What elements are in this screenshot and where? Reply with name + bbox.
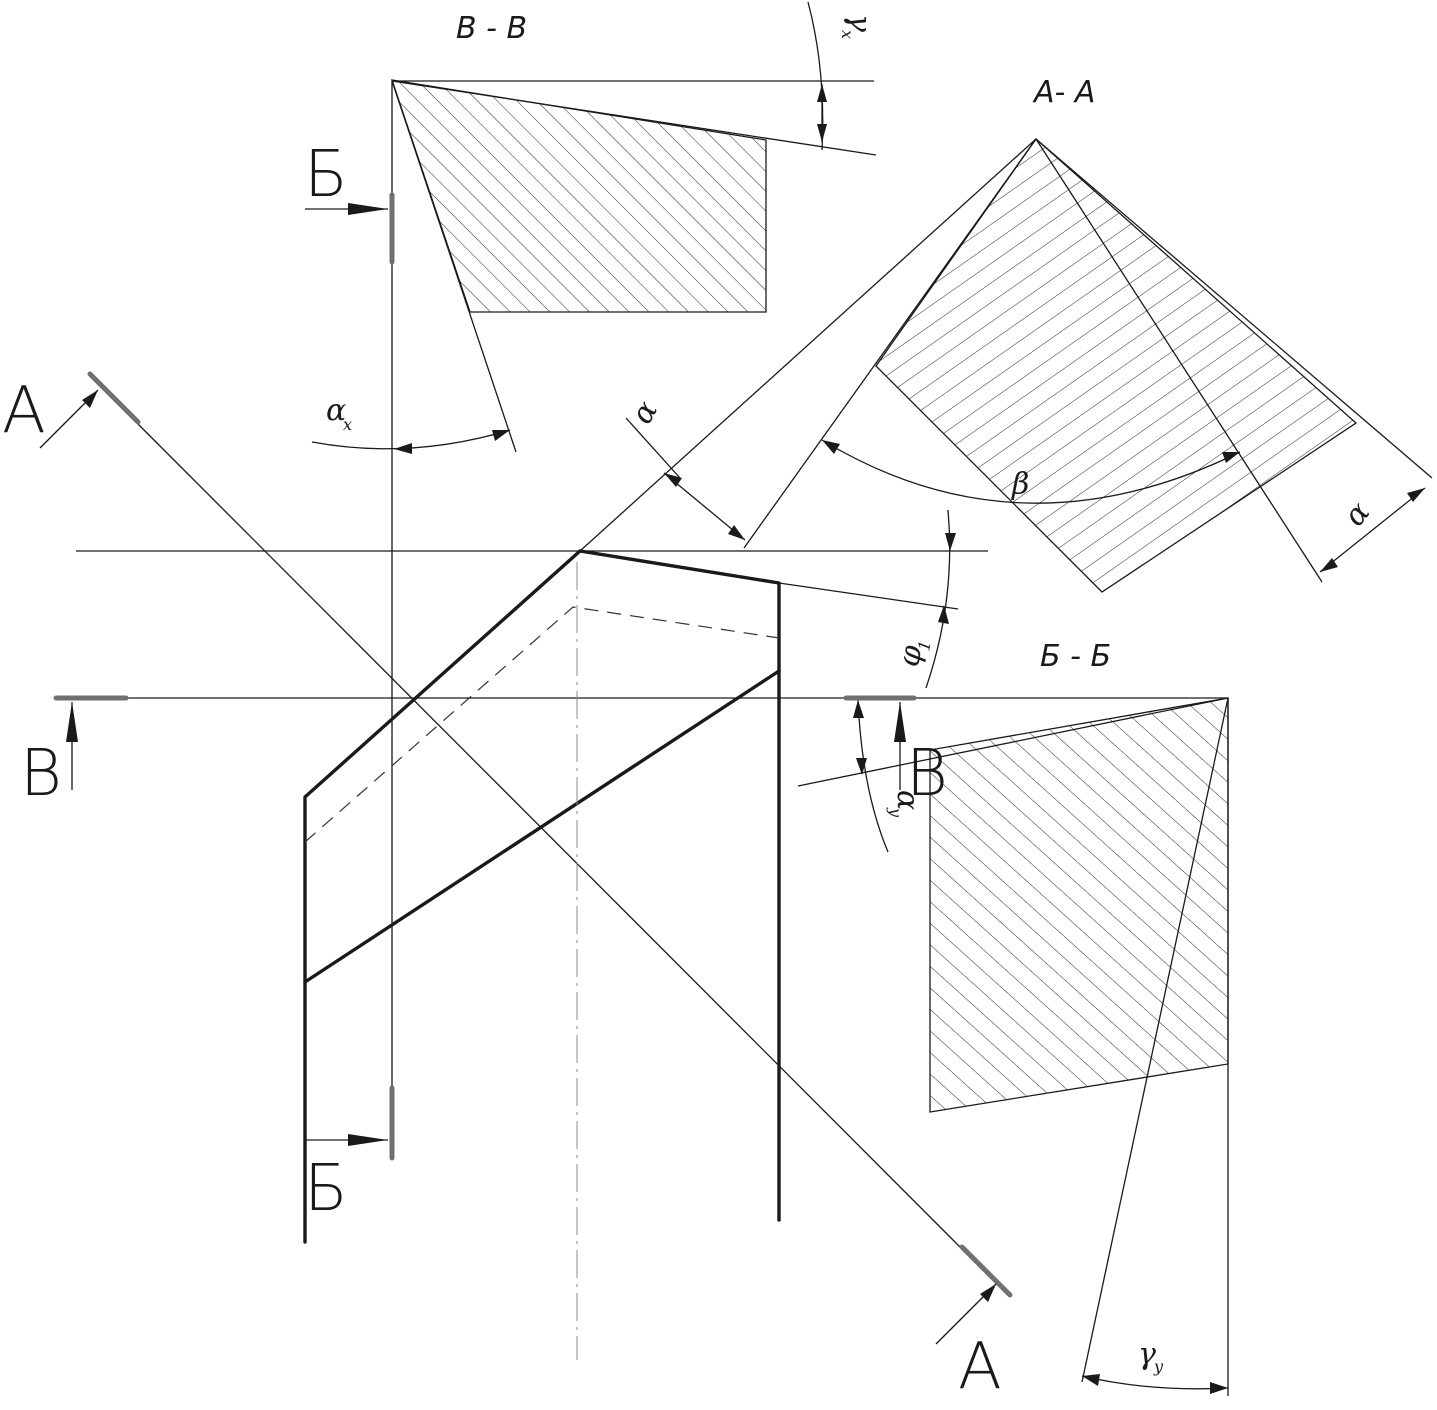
alpha-ext-line <box>625 417 681 479</box>
arrowhead-a-top <box>82 390 98 408</box>
alpha-arrow-4 <box>1407 488 1425 502</box>
phi1-label: φ 1 <box>891 639 934 669</box>
beta-arc <box>821 439 1241 504</box>
section-vv <box>311 1 877 454</box>
alpha-x-arrow-left <box>394 443 412 454</box>
gamma-x-arrow-up <box>817 84 827 102</box>
arrowhead-b-top <box>348 203 388 215</box>
tool-cutting-edge <box>303 669 781 984</box>
cut-letter-v-left: В <box>20 737 62 811</box>
section-vv-hatch <box>391 79 767 313</box>
aa-edge-3 <box>743 138 1037 549</box>
alpha-arrow-3 <box>1320 558 1338 572</box>
vv-flank-line <box>391 80 517 453</box>
phi1-arc <box>925 509 951 689</box>
alpha-y-symbol: α <box>890 790 925 810</box>
alpha-y-label: α y <box>886 790 925 818</box>
cut-letter-b-top: Б <box>304 138 348 212</box>
alpha-arrow-2 <box>728 525 745 540</box>
alpha-y-subscript: y <box>886 807 905 818</box>
gamma-x-label: γ x <box>838 14 877 39</box>
gamma-y-symbol: γ <box>1138 1337 1156 1372</box>
cut-letter-a-bottom: А <box>958 1330 1002 1404</box>
bb-rake-line <box>1081 697 1229 1383</box>
section-aa-hatch <box>875 138 1358 593</box>
alpha-x-subscript: x <box>343 415 352 434</box>
phi-subscript: 1 <box>914 639 934 652</box>
secondary-edge-extension <box>778 582 959 610</box>
alpha-left-symbol: α <box>625 395 665 430</box>
section-aa <box>625 138 1433 593</box>
bb-top-line <box>797 697 1229 787</box>
arrowhead-v-right <box>894 702 906 742</box>
beta-arrow-right <box>1222 452 1240 463</box>
alpha-x-symbol: α <box>326 393 346 428</box>
alpha-dim-right <box>1319 487 1426 573</box>
alpha-arrow-1 <box>664 473 682 487</box>
gamma-y-subscript: y <box>1153 1357 1164 1376</box>
beta-arrow-left <box>822 440 840 454</box>
alpha-y-arc <box>857 699 889 853</box>
gamma-y-arrow-right <box>1210 1382 1228 1394</box>
gamma-x-symbol: γ <box>842 14 877 32</box>
phi1-arrow-down <box>938 605 949 624</box>
vv-rake-line <box>391 80 877 156</box>
arrowhead-v-left <box>66 702 78 742</box>
gamma-y-arrow-left <box>1082 1374 1100 1386</box>
cut-letter-a-top: А <box>2 374 46 448</box>
alpha-left-label: α <box>625 395 665 430</box>
alpha-y-arrow-down <box>856 758 867 775</box>
alpha-right-label: α <box>1337 495 1377 533</box>
section-title-aa: А- А <box>1032 75 1095 110</box>
aa-edge-2 <box>1035 138 1323 583</box>
alpha-right-symbol: α <box>1337 495 1377 533</box>
hidden-edge <box>304 606 780 843</box>
beta-symbol: β <box>1011 467 1029 502</box>
cut-letter-b-bottom: Б <box>304 1152 348 1226</box>
alpha-y-arrow-up <box>853 700 864 718</box>
marker-a-top <box>87 371 141 425</box>
phi1-arrow-up <box>945 533 956 551</box>
arrowhead-a-bottom <box>980 1284 996 1302</box>
gamma-x-subscript: x <box>838 30 857 39</box>
labels: В - В А- А Б - Б А А Б Б В В γ x α x α β… <box>2 11 1377 1404</box>
section-bb <box>797 509 1229 1396</box>
section-title-bb: Б - Б <box>1040 639 1111 674</box>
cut-markers <box>39 192 1013 1345</box>
marker-a-bottom <box>959 1244 1013 1298</box>
cut-letter-v-right: В <box>906 737 948 811</box>
gamma-x-arrow-down <box>817 124 827 142</box>
section-title-vv: В - В <box>456 11 527 46</box>
main-edge-extension <box>579 138 1037 552</box>
cutting-plane-a <box>137 423 961 1248</box>
gamma-y-arc <box>1081 1375 1229 1390</box>
aa-edge-1 <box>1035 138 1433 479</box>
alpha-x-arrow-right <box>492 430 510 441</box>
arrowhead-b-bottom <box>348 1134 388 1146</box>
